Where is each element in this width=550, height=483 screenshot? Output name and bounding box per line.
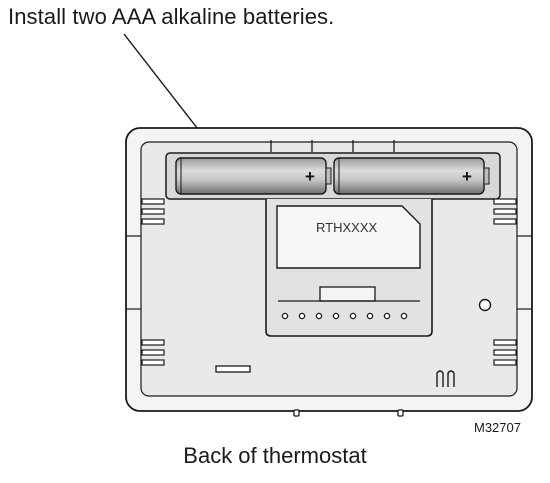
diagram-caption: Back of thermostat xyxy=(183,443,367,468)
battery-left-plus-sign: + xyxy=(305,167,315,186)
terminal-screws xyxy=(281,312,408,320)
model-label-plate xyxy=(276,205,421,269)
left-vent-slots xyxy=(141,198,165,366)
battery-right: + xyxy=(333,157,490,195)
right-vent-slots xyxy=(493,198,517,366)
battery-right-plus-sign: + xyxy=(462,167,472,186)
battery-left: + xyxy=(175,157,332,195)
top-tabs xyxy=(270,140,395,152)
bottom-feet xyxy=(293,409,404,417)
bottom-left-slot xyxy=(215,365,251,373)
instruction-callout: Install two AAA alkaline batteries. xyxy=(8,4,335,29)
figure-code: M32707 xyxy=(474,420,521,435)
center-connector xyxy=(319,286,376,302)
model-label: RTHXXXX xyxy=(316,220,377,235)
mounting-hole xyxy=(478,298,492,312)
bottom-right-latches xyxy=(436,370,455,387)
edge-notches xyxy=(126,235,532,310)
